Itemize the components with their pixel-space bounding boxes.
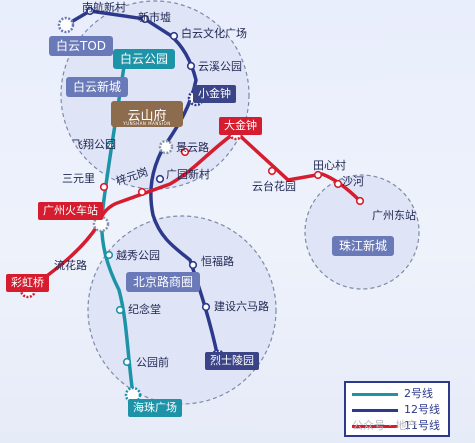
area-beijing-road: 北京路商圈 — [126, 272, 201, 292]
dot-tianxincun — [313, 170, 323, 180]
dot-jingtai — [180, 147, 190, 157]
dot-yuntai — [267, 166, 277, 176]
dot-shahe — [333, 179, 343, 189]
dot-jinian — [115, 305, 125, 315]
legend-row-line11: 11号线 — [352, 419, 446, 433]
legend-swatch-line12 — [352, 409, 398, 412]
station-yunxi: 云溪公园 — [198, 60, 242, 73]
line-11-route — [26, 129, 362, 292]
station-xiaojinzhong: 小金钟 — [193, 85, 236, 103]
yunshanfu-logo: 云山府 YUNSHAN MANSION — [111, 101, 183, 127]
station-liuhua: 流花路 — [54, 259, 87, 272]
logo-subtext: YUNSHAN MANSION — [123, 121, 171, 126]
station-hengfu: 恒福路 — [201, 255, 234, 268]
watermark: 公众号 · 地产 — [352, 419, 418, 432]
area-baiyun-xincheng: 白云新城 — [66, 77, 129, 97]
area-baiyun-park: 白云公园 — [113, 49, 176, 69]
area-baiyun-tod: 白云TOD — [49, 36, 114, 56]
station-tianxincun: 田心村 — [313, 159, 346, 172]
legend-row-line2: 2号线 — [352, 387, 446, 401]
line-legend: 2号线 12号线 11号线 — [344, 381, 450, 437]
station-yuntai: 云台花园 — [252, 180, 296, 193]
legend-swatch-line11 — [352, 425, 398, 428]
legend-label-line11: 11号线 — [404, 419, 440, 432]
zone-circle-zhujiang — [304, 174, 420, 290]
dot-xinshixu — [140, 14, 150, 24]
gear-baiyun-tod — [57, 16, 75, 34]
station-dajinzhong: 大金钟 — [219, 117, 262, 135]
station-lieshi: 烈士陵园 — [205, 352, 259, 370]
dot-yunxi — [186, 61, 196, 71]
station-guangzhou-rail: 广州火车站 — [38, 202, 103, 220]
station-dots — [85, 6, 211, 312]
dot-sanyuanli — [99, 182, 109, 192]
station-jianshe: 建设六马路 — [214, 300, 269, 313]
station-jingtai: 景云路 — [176, 141, 209, 154]
area-zhujiang-xincheng: 珠江新城 — [332, 236, 395, 256]
line2-dots — [104, 140, 132, 367]
legend-row-line12: 12号线 — [352, 403, 446, 417]
dot-jianshe — [201, 302, 211, 312]
dot-guangzhou-xincun — [155, 174, 165, 184]
dot-zilanggang — [137, 187, 147, 197]
dot-gongyuanqian — [122, 357, 132, 367]
station-guangzhou-xincun: 广园新村 — [166, 168, 210, 181]
station-haizhu: 海珠广场 — [128, 399, 182, 417]
logo-text: 云山府 — [127, 108, 167, 124]
legend-swatch-line2 — [352, 393, 398, 396]
legend-label-line2: 2号线 — [404, 387, 433, 400]
station-guangzhou-east: 广州东站 — [372, 209, 416, 222]
dot-feixiang — [105, 140, 115, 150]
station-shahe: 沙河 — [342, 175, 364, 188]
station-baiyun-culture: 白云文化广场 — [181, 27, 247, 40]
dot-nanhang — [85, 6, 95, 16]
dot-culture — [169, 31, 179, 41]
legend-label-line12: 12号线 — [404, 403, 440, 416]
gear-jingyun — [158, 139, 174, 155]
station-feixiang: 飞翔公园 — [72, 138, 116, 151]
station-nanhang: 南航新村 — [82, 1, 126, 14]
dot-guangzhou-east — [355, 196, 365, 206]
station-yuexiu: 越秀公园 — [116, 249, 160, 262]
dot-hengfu — [188, 260, 198, 270]
station-xinshixu: 新市墟 — [138, 11, 171, 24]
station-jinian: 纪念堂 — [128, 303, 161, 316]
station-sanyuanli: 三元里 — [62, 172, 95, 185]
line11-dots — [99, 147, 365, 206]
station-gongyuanqian: 公园前 — [136, 356, 169, 369]
dot-yuexiu — [104, 250, 114, 260]
station-caihong: 彩虹桥 — [6, 274, 49, 292]
